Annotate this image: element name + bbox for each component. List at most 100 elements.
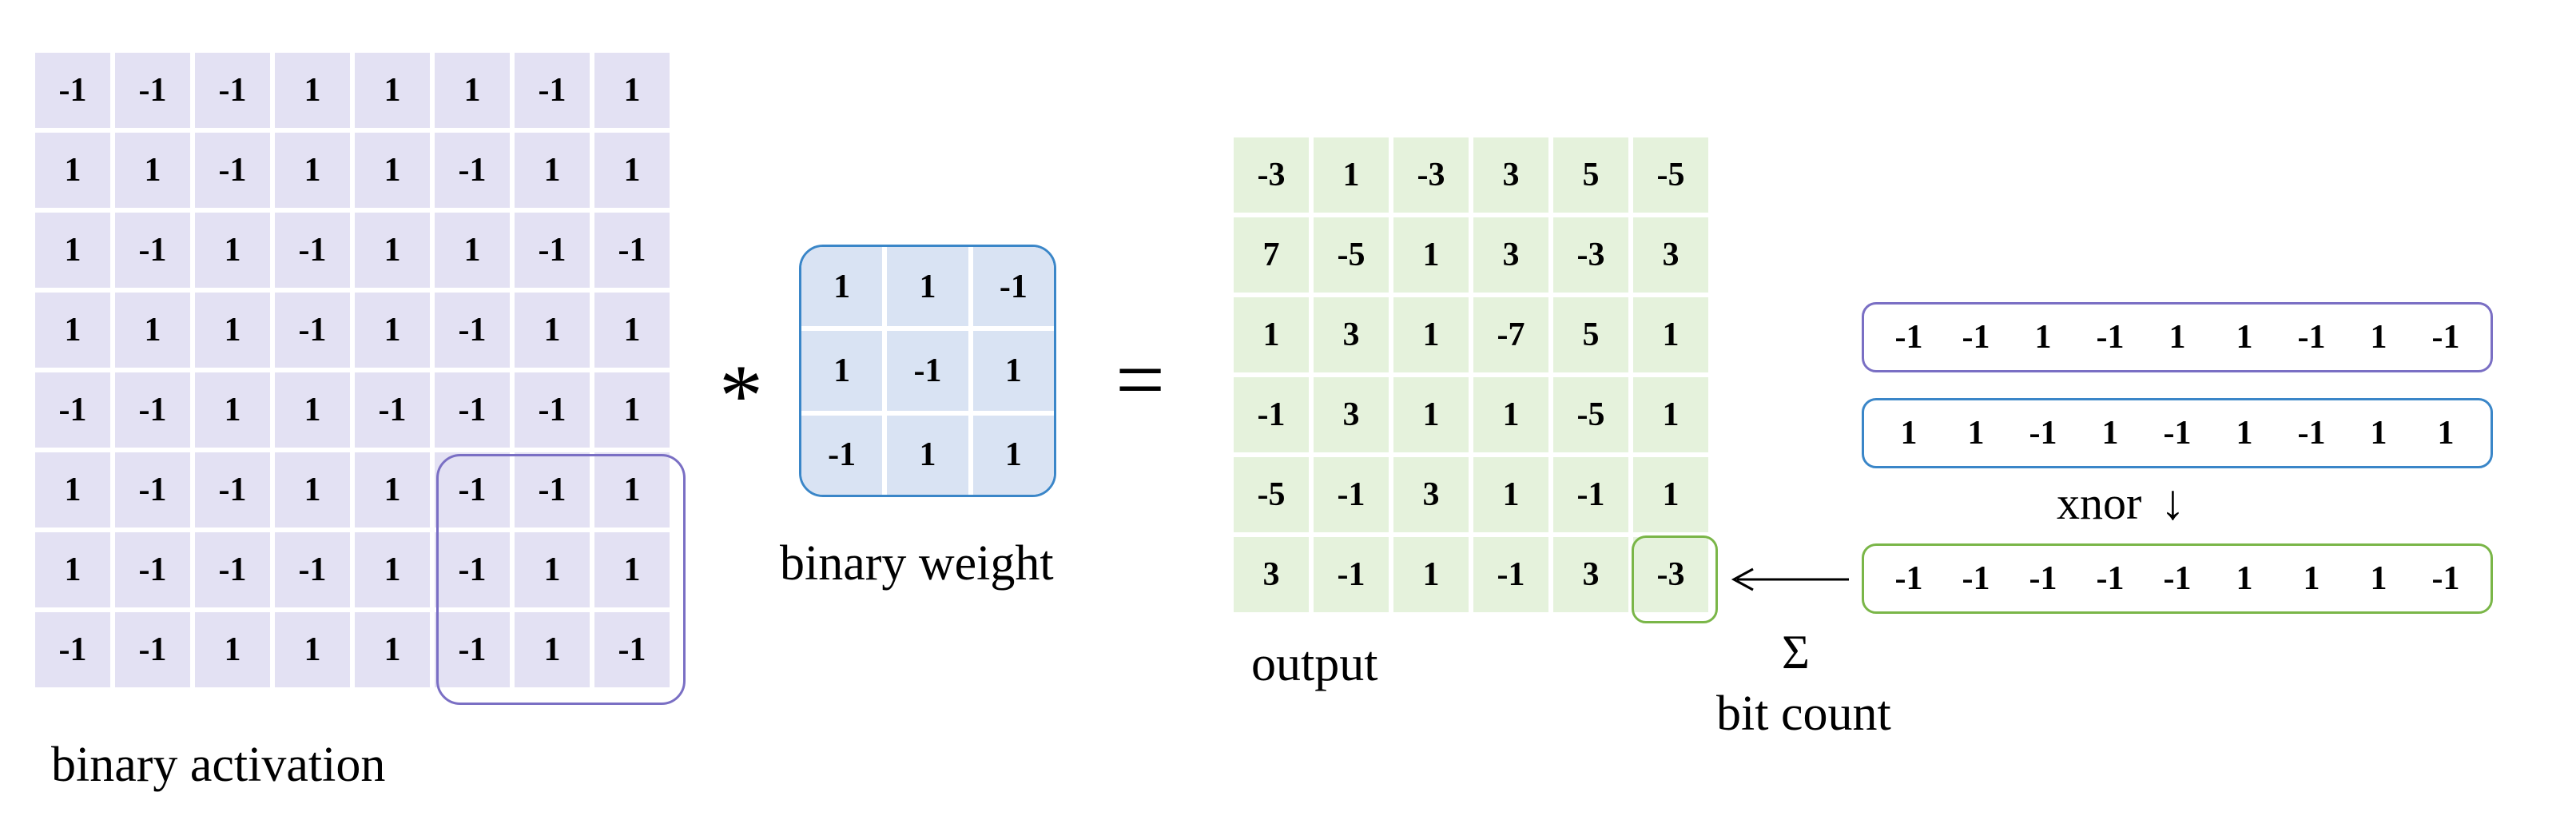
activation-cell: -1 [355,372,430,448]
activation-cell: -1 [594,213,670,288]
weight-vector-value: -1 [2163,415,2192,452]
output-cell: -3 [1234,137,1309,213]
activation-cell: 1 [35,532,110,607]
weight-cell: 1 [801,331,883,411]
output-cell: 1 [1393,537,1469,612]
weight-vector-value: 1 [1967,415,1985,452]
activation-cell: 1 [35,293,110,368]
activation-cell: 1 [195,612,270,687]
activation-vector-value: -1 [2297,319,2326,356]
activation-cell: -1 [35,53,110,128]
weight-cell: -1 [801,415,883,495]
activation-cell: -1 [275,293,350,368]
activation-cell: 1 [515,612,590,687]
activation-cell: 1 [435,213,510,288]
output-cell: -1 [1314,537,1389,612]
weight-vector-value: 1 [2236,415,2253,452]
output-cell-highlight [1632,535,1718,623]
weight-cell: -1 [972,247,1054,327]
xnor-result-value: -1 [2096,560,2125,597]
output-cell: -3 [1633,537,1708,612]
activation-cell: -1 [115,612,190,687]
activation-cell: 1 [355,532,430,607]
output-cell: -1 [1314,457,1389,532]
activation-cell: -1 [515,53,590,128]
activation-cell: -1 [515,213,590,288]
output-cell: 1 [1393,297,1469,372]
xnor-result-value: 1 [2236,560,2253,597]
activation-cell: -1 [435,612,510,687]
activation-cell: 1 [355,293,430,368]
activation-cell: 1 [195,293,270,368]
activation-cell: -1 [115,53,190,128]
weight-vector-value: 1 [1900,415,1918,452]
activation-cell: 1 [35,213,110,288]
activation-cell: 1 [355,213,430,288]
activation-cell: -1 [275,532,350,607]
output-cell: -5 [1314,217,1389,293]
activation-cell: 1 [115,293,190,368]
output-cell: 3 [1234,537,1309,612]
output-cell: 1 [1314,137,1389,213]
activation-vector-value: 1 [2034,319,2052,356]
output-cell: 5 [1553,297,1628,372]
output-cell: -5 [1234,457,1309,532]
output-cell: -3 [1553,217,1628,293]
activation-cell: 1 [594,293,670,368]
activation-cell: -1 [435,133,510,208]
output-cell: -1 [1553,457,1628,532]
output-cell: 3 [1473,137,1548,213]
activation-cell: 1 [115,133,190,208]
activation-cell: 1 [275,53,350,128]
output-label: output [1251,637,1378,691]
xnor-arrow-icon: ↓ [2161,476,2185,530]
activation-cell: -1 [35,612,110,687]
activation-cell: 1 [435,53,510,128]
activation-cell: -1 [515,372,590,448]
bitcount-arrow [1731,567,1849,591]
activation-window-highlight [436,454,686,705]
output-cell: 1 [1633,297,1708,372]
activation-cell: -1 [275,213,350,288]
activation-cell: -1 [435,532,510,607]
xnor-result-value: -1 [1894,560,1923,597]
weight-cell: 1 [887,247,968,327]
weight-cell: 1 [801,247,883,327]
weight-vector-value: 1 [2370,415,2387,452]
weight-vector-value: 1 [2101,415,2119,452]
activation-cell: 1 [515,133,590,208]
activation-cell: -1 [435,293,510,368]
activation-cell: -1 [115,452,190,527]
xnor-result-value: -1 [1962,560,1990,597]
activation-cell: 1 [594,452,670,527]
output-cell: 1 [1633,377,1708,452]
activation-cell: -1 [594,612,670,687]
xnor-result-value: 1 [2303,560,2320,597]
output-cell: -1 [1234,377,1309,452]
activation-cell: 1 [275,612,350,687]
activation-cell: 1 [515,532,590,607]
activation-cell: 1 [275,133,350,208]
output-cell: -7 [1473,297,1548,372]
activation-vector-value: -1 [2096,319,2125,356]
weight-cell: 1 [887,415,968,495]
output-cell: 7 [1234,217,1309,293]
activation-cell: 1 [515,293,590,368]
weight-vector-value: -1 [2029,415,2057,452]
convolution-operator: * [719,347,763,444]
xnor-result-value: -1 [2029,560,2057,597]
activation-cell: -1 [515,452,590,527]
activation-cell: 1 [594,532,670,607]
activation-cell: 1 [355,452,430,527]
weight-vector-value: -1 [2297,415,2326,452]
output-cell: 3 [1393,457,1469,532]
xnor-result-value: -1 [2163,560,2192,597]
activation-cell: -1 [115,532,190,607]
activation-cell: 1 [275,372,350,448]
output-cell: 1 [1393,217,1469,293]
activation-cell: 1 [355,53,430,128]
